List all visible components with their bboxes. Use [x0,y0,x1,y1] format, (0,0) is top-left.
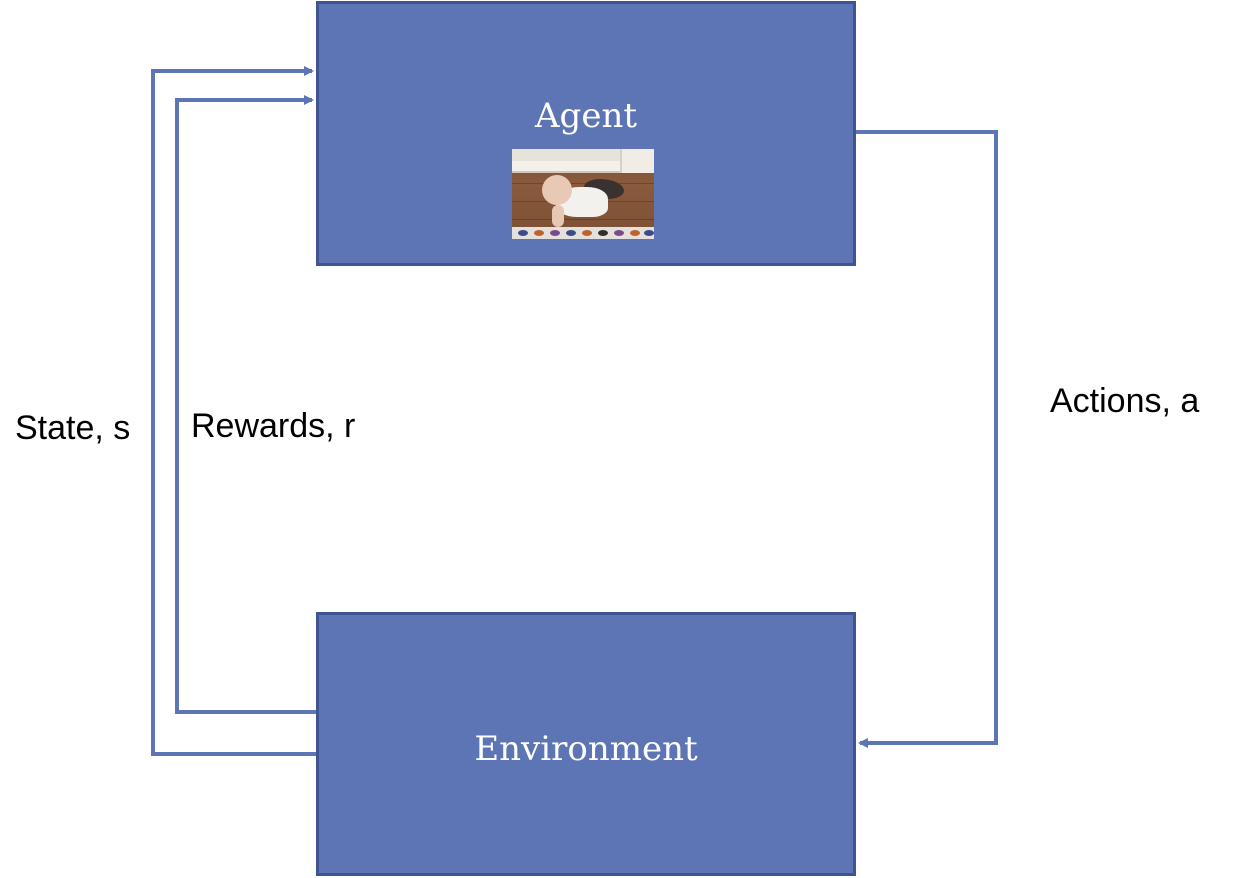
state-arrow [151,66,316,756]
baby-photo [512,149,654,239]
photo-floorboard [512,183,654,184]
photo-mat-dot [582,230,592,236]
photo-baby-head [542,175,572,205]
agent-title: Agent [535,96,637,136]
actions-label: Actions, a [1050,382,1200,420]
photo-floorboard [512,219,654,220]
photo-mat-dot [644,230,654,236]
photo-mat-dot [614,230,624,236]
photo-baby-arm [552,205,564,227]
photo-mat-dot [566,230,576,236]
reward-arrow [175,95,316,714]
photo-baseboard [512,161,654,173]
environment-title: Environment [474,729,698,769]
photo-door [620,149,654,173]
photo-wall [512,149,654,161]
action-arrow [856,130,998,748]
photo-mat-dot [550,230,560,236]
environment-box: Environment [316,612,856,876]
rewards-label: Rewards, r [191,407,356,445]
photo-mat-dot [534,230,544,236]
agent-box: Agent [316,1,856,266]
state-label: State, s [15,409,131,447]
photo-mat-dot [598,230,608,236]
photo-mat-dot [630,230,640,236]
photo-mat-dot [518,230,528,236]
